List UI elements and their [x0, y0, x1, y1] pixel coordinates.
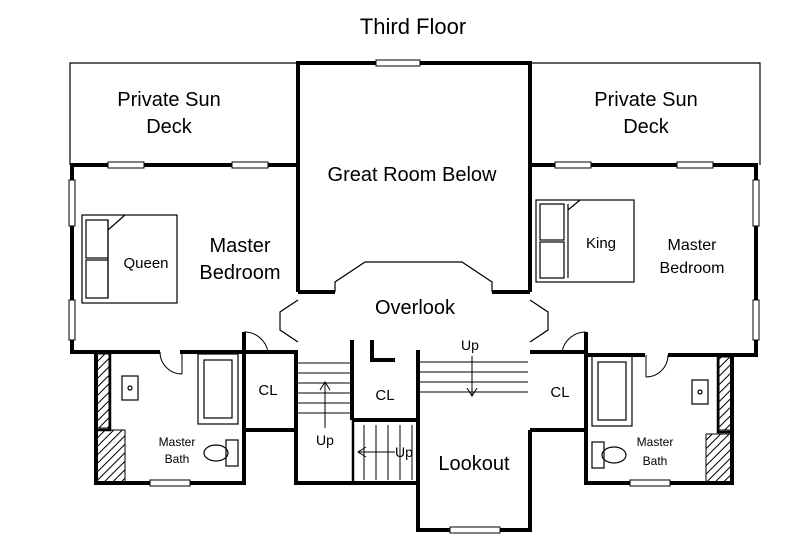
- sun-deck-left-label-2: Deck: [146, 116, 193, 138]
- closet-right-label: CL: [550, 384, 569, 401]
- closet-left-label: CL: [258, 382, 277, 399]
- master-bedroom-left-label-2: Bedroom: [199, 262, 280, 284]
- master-bedroom-right-label-1: Master: [668, 237, 718, 254]
- overlook-railing: [334, 261, 493, 292]
- lookout-label: Lookout: [438, 453, 510, 475]
- chase-right-top: [718, 356, 732, 431]
- bed-right-label: King: [586, 235, 616, 252]
- chase-right-bottom: [705, 433, 733, 483]
- sun-deck-left: [69, 62, 298, 165]
- sun-deck-right-label-2: Deck: [623, 116, 670, 138]
- chase-left-top: [96, 353, 110, 429]
- stairs-up-lower-label: Up: [395, 444, 413, 460]
- sun-deck-left-label-1: Private Sun: [117, 89, 220, 111]
- stairs-up-left-label: Up: [316, 432, 334, 448]
- door-swings: [159, 331, 669, 378]
- toilet-left: [203, 439, 239, 467]
- bed-left: [81, 214, 178, 304]
- overlook-bay-right: [529, 299, 549, 343]
- sink-right: [691, 379, 709, 405]
- bed-right: [535, 199, 635, 283]
- sink-left: [121, 375, 139, 401]
- great-room-label: Great Room Below: [328, 164, 498, 186]
- master-bath-right-label-2: Bath: [643, 454, 668, 468]
- master-bedroom-left-label-1: Master: [209, 235, 270, 257]
- bathtub-right: [591, 355, 633, 427]
- master-bath-left-label-1: Master: [159, 435, 196, 449]
- master-bedroom-right-label-2: Bedroom: [660, 260, 725, 277]
- stair-arrows: [319, 356, 478, 458]
- stairs-upper: [420, 361, 528, 393]
- overlook-label: Overlook: [375, 297, 456, 319]
- sun-deck-right: [530, 62, 761, 165]
- toilet-right: [591, 441, 627, 469]
- windows: [68, 59, 760, 534]
- master-bath-left-label-2: Bath: [165, 452, 190, 466]
- overlook-bay-left: [279, 299, 299, 343]
- sun-deck-right-label-1: Private Sun: [594, 89, 697, 111]
- chase-left-bottom: [96, 429, 126, 483]
- floor-title: Third Floor: [360, 14, 466, 39]
- stairs-left: [298, 362, 350, 414]
- master-bath-right-label-1: Master: [637, 435, 674, 449]
- interior-walls: [96, 352, 732, 483]
- bed-left-label: Queen: [123, 255, 168, 272]
- closet-center-label: CL: [375, 387, 394, 404]
- stairs-up-top-label: Up: [461, 337, 479, 353]
- bathtub-left: [197, 353, 239, 425]
